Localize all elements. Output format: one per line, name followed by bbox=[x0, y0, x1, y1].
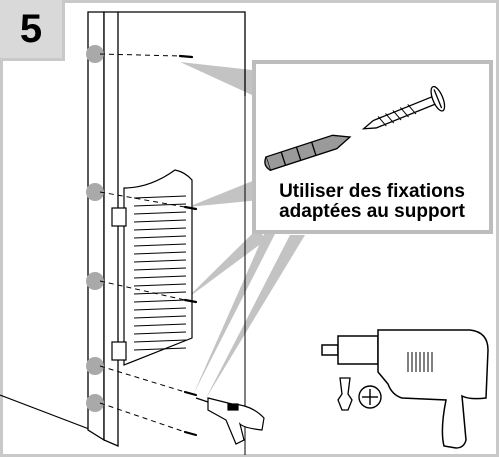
frame-post-inner bbox=[103, 11, 119, 447]
small-drill-icon bbox=[195, 397, 265, 445]
drill-icon bbox=[321, 329, 489, 449]
screw-lines bbox=[99, 53, 186, 433]
door-frame bbox=[87, 11, 246, 447]
wall-plug-icon bbox=[264, 134, 352, 172]
step-number-box: 5 bbox=[0, 0, 65, 61]
beam-4 bbox=[193, 232, 276, 395]
hole-markers bbox=[86, 45, 104, 412]
beam-2 bbox=[188, 180, 260, 207]
callout-box bbox=[252, 60, 493, 234]
callout-beams bbox=[180, 62, 305, 400]
louvered-shutter bbox=[123, 169, 193, 366]
shutter-slats bbox=[133, 195, 187, 351]
screws bbox=[178, 54, 198, 437]
phillips-bit-icon bbox=[358, 385, 382, 409]
callout-caption: Utiliser des fixations adaptées au suppo… bbox=[258, 182, 486, 222]
callout-line-1: Utiliser des fixations bbox=[279, 181, 465, 202]
screw-icon bbox=[361, 85, 446, 130]
frame-post-outer bbox=[87, 11, 105, 442]
beam-3 bbox=[185, 228, 266, 300]
beam-5 bbox=[205, 235, 305, 400]
callout-line-2: adaptées au support bbox=[279, 201, 465, 222]
door-panel-edge bbox=[118, 11, 246, 96]
step-number: 5 bbox=[19, 7, 43, 51]
hinge-bottom bbox=[111, 341, 127, 361]
hinges bbox=[111, 207, 127, 361]
drill-bit-icon bbox=[337, 377, 353, 411]
beam-top bbox=[180, 62, 252, 95]
hinge-top bbox=[111, 207, 127, 227]
